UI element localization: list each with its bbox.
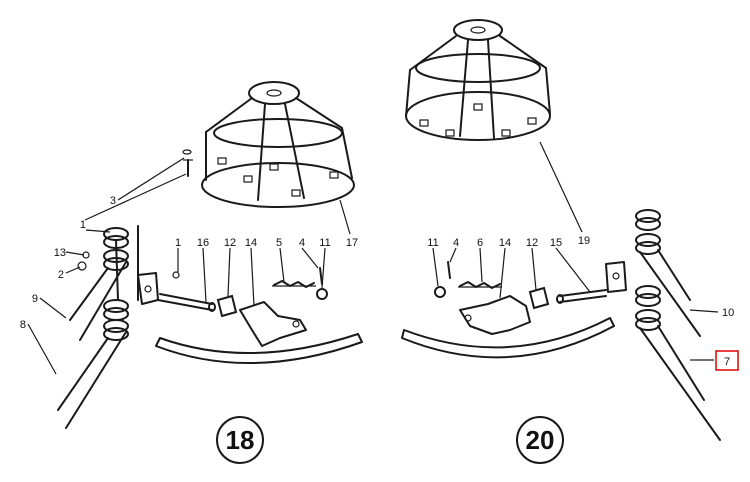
callout-14-left: 14	[245, 237, 257, 249]
right-cage-housing	[405, 19, 551, 141]
right-leader-lines	[432, 141, 719, 361]
left-cage-housing	[201, 81, 355, 208]
svg-text:18: 18	[226, 425, 255, 455]
callout-9: 9	[32, 293, 38, 305]
callout-15: 15	[550, 237, 562, 249]
callout-14-right: 14	[499, 237, 511, 249]
callout-4-right: 4	[453, 237, 459, 249]
left-small-hardware	[77, 251, 328, 318]
callout-6: 6	[477, 237, 483, 249]
callout-4-left: 4	[299, 237, 305, 249]
right-small-hardware	[434, 261, 627, 310]
callout-19: 19	[578, 235, 590, 247]
callout-10: 10	[722, 307, 734, 319]
left-bracket-and-bar	[155, 301, 363, 365]
callout-16: 16	[197, 237, 209, 249]
svg-text:20: 20	[526, 425, 555, 455]
assembly-badge-left: 18	[216, 416, 264, 464]
svg-text:7: 7	[724, 356, 730, 368]
left-bolt-and-washer	[182, 149, 193, 177]
left-leader-lines	[27, 157, 351, 375]
callout-2: 2	[58, 269, 64, 281]
callout-11-left: 11	[319, 237, 330, 249]
callout-5: 5	[276, 237, 282, 249]
callout-17: 17	[346, 237, 358, 249]
assembly-badge-right: 20	[516, 416, 564, 464]
left-tine-springs	[57, 225, 139, 429]
callout-11-right: 11	[427, 237, 438, 249]
callout-7-highlighted: 7	[715, 350, 739, 371]
callout-8: 8	[20, 319, 26, 331]
callout-3: 3	[110, 195, 116, 207]
callout-1-left: 1	[80, 219, 86, 231]
right-tine-springs	[635, 209, 721, 441]
right-bracket-and-bar	[401, 295, 615, 359]
callout-12-left: 12	[224, 237, 236, 249]
callout-1-center: 1	[175, 237, 181, 249]
callout-13: 13	[54, 247, 66, 259]
callout-12-right: 12	[526, 237, 538, 249]
